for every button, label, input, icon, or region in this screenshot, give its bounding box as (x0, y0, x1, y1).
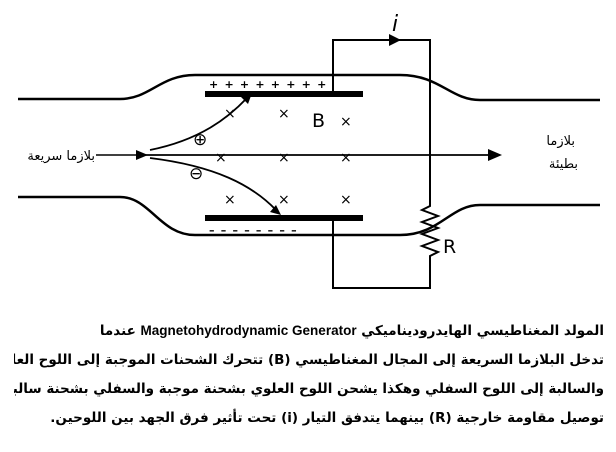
caption-line-4: توصيل مقاومة خارجية (R) بينهما يتدفق الت… (50, 410, 604, 426)
magnetic-field-label: B (312, 110, 325, 132)
magnetic-field-marks: × × × × × × × × × (215, 106, 352, 208)
field-mark: × (278, 106, 290, 122)
field-mark: × (215, 150, 227, 166)
bottom-plate-signs: – – – – – – – – (209, 224, 298, 237)
caption: المولد المغناطيسي الهايدروديناميكي Magne… (14, 316, 604, 433)
channel-bottom-wall (18, 195, 600, 237)
negative-ion-path (149, 157, 277, 211)
caption-latin-term: Magnetohydrodynamic Generator (140, 323, 357, 338)
mhd-generator-diagram: + + + + + + + + – – – – – – – – i R B × … (18, 12, 600, 289)
bottom-electrode-plate (205, 215, 363, 221)
positive-ion-path (149, 97, 248, 151)
channel-top-wall (18, 73, 600, 102)
plasma-flow-arrowhead (488, 149, 502, 161)
resistor-zigzag (419, 186, 441, 268)
caption-line-1: المولد المغناطيسي الهايدروديناميكي Magne… (14, 316, 604, 346)
field-mark: × (340, 150, 352, 166)
resistor-label: R (443, 236, 456, 258)
field-mark: × (340, 192, 352, 208)
caption-line-3: والسالبة إلى اللوح السفلي وهكذا يشحن الل… (14, 381, 604, 397)
field-mark: × (278, 192, 290, 208)
field-mark: × (278, 150, 290, 166)
field-mark: × (224, 192, 236, 208)
caption-title: المولد المغناطيسي الهايدروديناميكي (361, 323, 604, 339)
outlet-label-line2: بطيئة (549, 157, 578, 172)
inlet-arrowhead (136, 150, 148, 160)
top-electrode-plate (205, 91, 363, 97)
negative-ion-symbol: ⊖ (189, 164, 203, 184)
negative-ion-arrowhead (270, 205, 281, 215)
current-direction-arrow (389, 34, 401, 46)
top-plate-signs: + + + + + + + + (209, 78, 328, 91)
inlet-label: بلازما سريعة (27, 149, 95, 164)
field-mark: × (340, 114, 352, 130)
positive-ion-arrowhead (241, 93, 252, 104)
caption-line1-end: عندما (99, 323, 136, 339)
circuit-wire-lower (332, 221, 431, 289)
circuit-wire-upper (332, 39, 431, 186)
current-label: i (392, 12, 398, 37)
caption-line-2: تدخل البلازما السريعة إلى المجال المغناط… (14, 352, 604, 368)
outlet-label-line1: بلازما (546, 134, 575, 149)
